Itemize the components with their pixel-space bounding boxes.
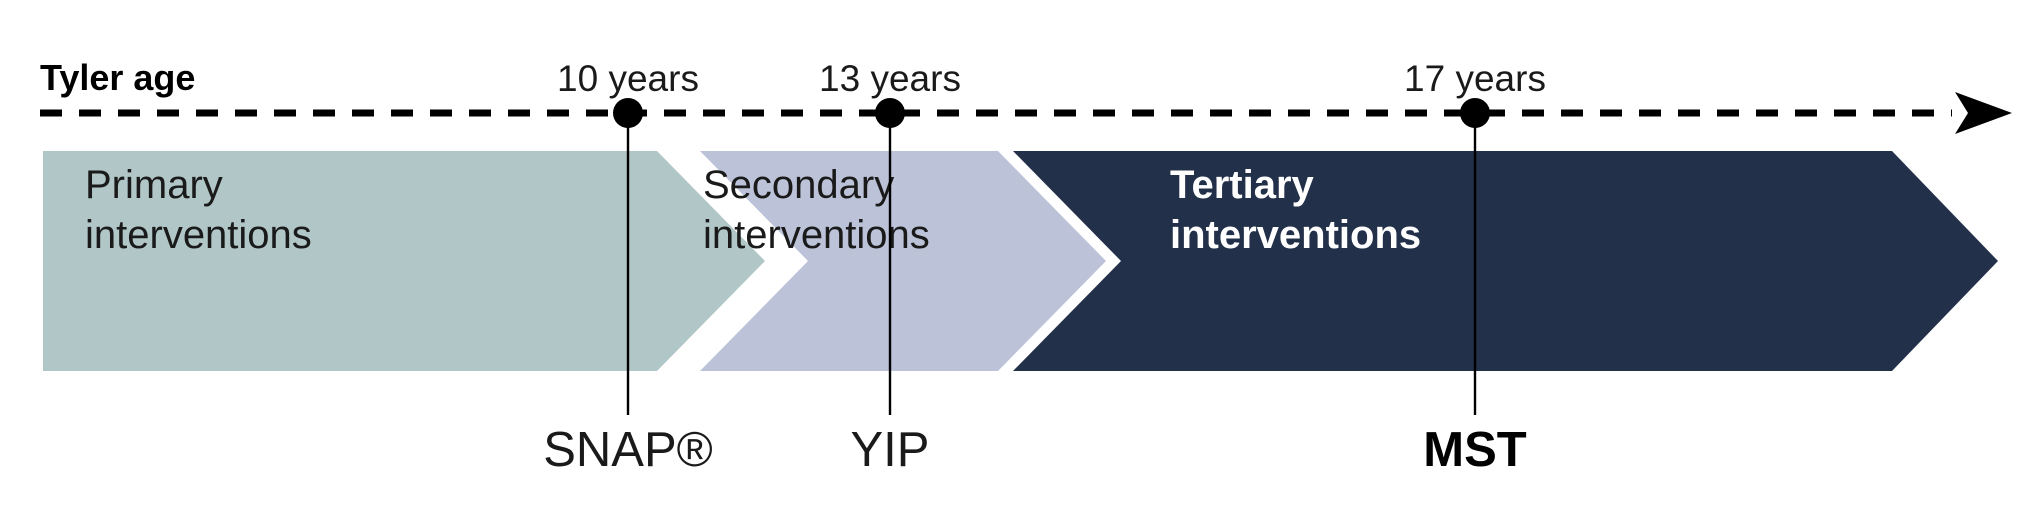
band-primary-shape <box>43 151 765 371</box>
band-tertiary-line2: interventions <box>1170 213 1421 257</box>
program-label-yip: YIP <box>851 423 930 477</box>
program-label-mst: MST <box>1423 423 1527 477</box>
program-label-snap: SNAP® <box>543 423 713 477</box>
age-label-17: 17 years <box>1404 58 1546 99</box>
band-tertiary-shape <box>1013 151 1998 371</box>
timeline-axis <box>40 92 2012 134</box>
page-title: Tyler age <box>40 57 195 98</box>
band-secondary-shape <box>700 151 1106 371</box>
age-label-10: 10 years <box>557 58 699 99</box>
band-tertiary-line1: Tertiary <box>1170 163 1315 207</box>
band-primary-label: Primary interventions <box>85 163 312 257</box>
band-secondary-line2: interventions <box>703 213 930 257</box>
age-marker-dot-group <box>613 98 1490 128</box>
band-primary-line1: Primary <box>85 163 223 207</box>
age-marker-dot-10 <box>613 98 643 128</box>
timeline-arrowhead-icon <box>1955 92 2012 134</box>
band-primary-line2: interventions <box>85 213 312 257</box>
age-label-13: 13 years <box>819 58 961 99</box>
age-marker-dot-17 <box>1460 98 1490 128</box>
band-secondary-line1: Secondary <box>703 163 894 207</box>
band-tertiary-label: Tertiary interventions <box>1170 163 1421 257</box>
band-secondary-label: Secondary interventions <box>703 163 930 257</box>
leader-line-group <box>626 113 1477 415</box>
band-group <box>43 151 1998 371</box>
age-marker-dot-13 <box>875 98 905 128</box>
